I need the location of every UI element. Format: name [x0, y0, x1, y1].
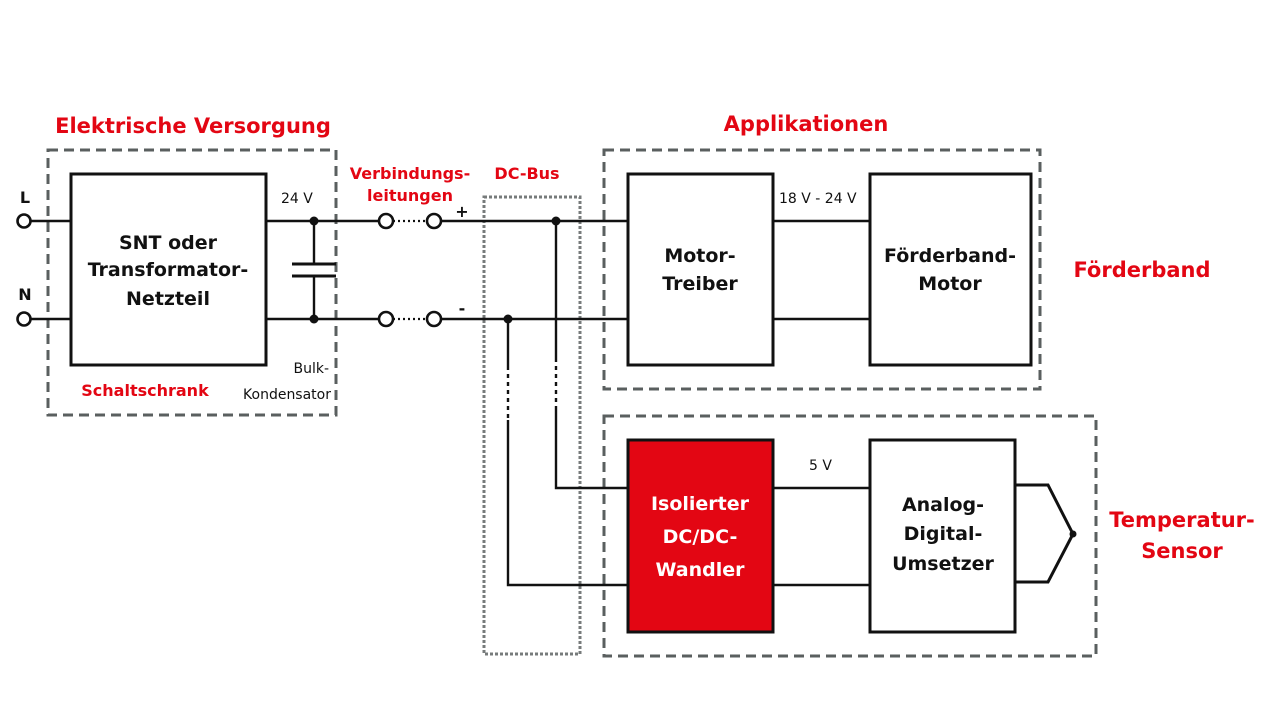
block-adc [868, 438, 1017, 634]
power-supply-line3: Netzteil [126, 288, 210, 310]
junction-cap-bottom [309, 314, 319, 324]
junction-bus-plus [551, 216, 561, 226]
terminal-n [16, 311, 32, 327]
group-applications-title: Applikationen [724, 112, 889, 136]
group-temp-sensor-frame [602, 414, 1098, 658]
dcdc-line2: DC/DC- [663, 526, 738, 548]
connector-plus-right [425, 212, 443, 230]
dc-bus-frame [482, 195, 582, 656]
minus-sign: - [459, 299, 466, 318]
wire-minus-tap-dcdc [506, 319, 628, 587]
terminal-l-label: L [20, 188, 30, 207]
thermocouple-sensor [1015, 483, 1075, 584]
voltage-18-24v-label: 18 V - 24 V [779, 191, 857, 207]
power-supply-line1: SNT oder [119, 232, 218, 254]
dcdc-line1: Isolierter [651, 493, 750, 515]
junction-bus-minus [503, 314, 513, 324]
temp-sensor-label-line1: Temperatur- [1109, 508, 1255, 532]
plus-sign: + [455, 202, 468, 221]
dc-bus-label: DC-Bus [494, 164, 559, 183]
conveyor-motor-line2: Motor [918, 273, 982, 295]
motor-driver-line2: Treiber [662, 273, 738, 295]
bulk-cap-label-line2: Kondensator [243, 387, 331, 403]
connector-plus-left [377, 212, 395, 230]
connection-lines-label-line1: Verbindungs- [350, 164, 470, 183]
terminal-l [16, 213, 32, 229]
terminal-n-label: N [18, 285, 31, 304]
connection-lines-label-line2: leitungen [367, 186, 453, 205]
group-supply-frame [46, 148, 338, 417]
wire-plus-tap-dcdc [554, 221, 628, 490]
voltage-5v-label: 5 V [809, 458, 832, 474]
adc-line2: Digital- [904, 523, 983, 545]
bulk-cap-label-line1: Bulk- [293, 361, 329, 377]
junction-cap-top [309, 216, 319, 226]
motor-driver-line1: Motor- [664, 245, 735, 267]
adc-line3: Umsetzer [892, 553, 994, 575]
connector-minus-left [377, 310, 395, 328]
conveyor-label: Förderband [1073, 258, 1210, 282]
power-supply-line2: Transformator- [88, 259, 249, 281]
thermocouple-junction [1069, 530, 1077, 538]
dcdc-line3: Wandler [656, 559, 746, 581]
conveyor-motor-line1: Förderband- [884, 245, 1016, 267]
connector-minus-right [425, 310, 443, 328]
block-motor-driver [626, 172, 775, 367]
group-supply-title: Elektrische Versorgung [55, 114, 331, 138]
block-power-supply [69, 172, 268, 367]
block-dcdc-converter [626, 438, 775, 634]
group-applications-frame [602, 148, 1042, 391]
temp-sensor-label-line2: Sensor [1141, 539, 1223, 563]
block-conveyor-motor [868, 172, 1033, 367]
adc-line1: Analog- [902, 494, 984, 516]
group-supply-sublabel: Schaltschrank [81, 381, 209, 400]
voltage-24v-label: 24 V [281, 191, 313, 207]
